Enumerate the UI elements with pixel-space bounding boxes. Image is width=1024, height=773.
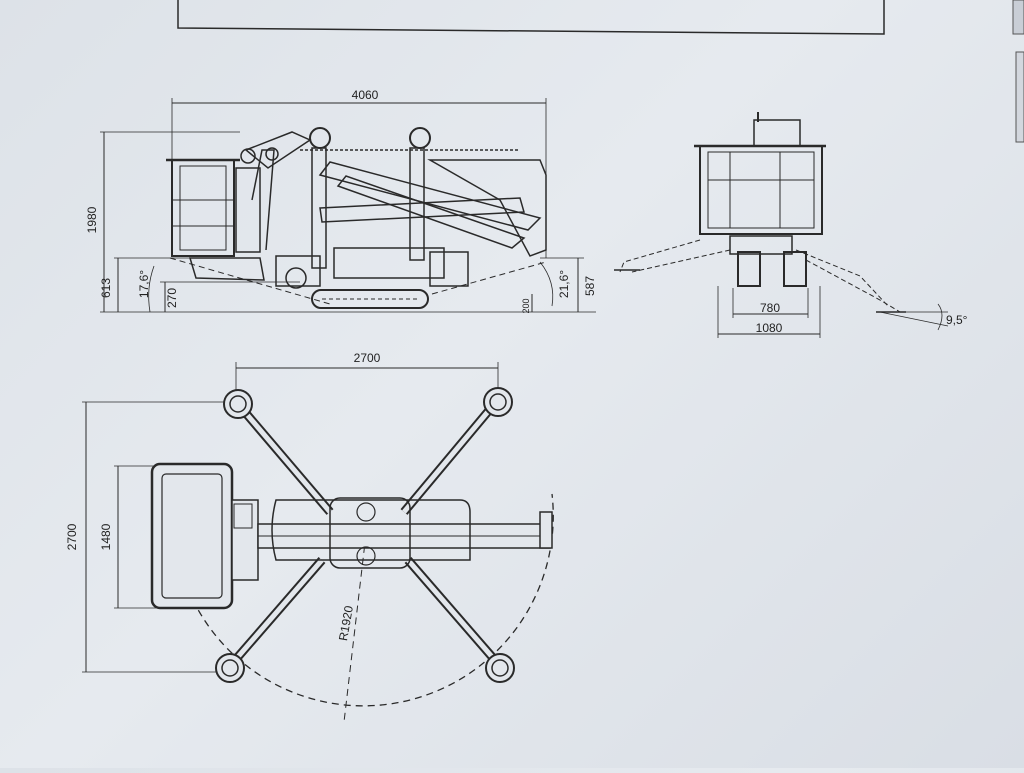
dim-track-inner: 780 (760, 301, 780, 315)
dim-angle-right: 21,6° (557, 270, 571, 298)
outrigger-legs (226, 399, 504, 669)
basket-top (150, 462, 259, 610)
chassis-top (257, 497, 553, 569)
header-frame (177, 0, 885, 35)
dim-track-outer: 1080 (756, 321, 783, 335)
dim-outrigger-length: 2700 (65, 523, 79, 550)
side-view: 4060 1980 613 17,6° 270 587 21,6° 200 (85, 88, 597, 314)
dim-basket-length: 1480 (99, 523, 113, 550)
dim-angle-left: 17,6° (137, 270, 151, 298)
front-view: 9,5° 780 1080 (614, 112, 968, 338)
dim-outrigger-width: 2700 (354, 351, 381, 365)
binder-tab-top (1012, 0, 1024, 35)
dim-clearance: 270 (165, 288, 179, 308)
dim-overall-length: 4060 (352, 88, 379, 102)
dim-overall-height: 1980 (85, 206, 99, 233)
dim-height-left: 613 (99, 278, 113, 298)
top-view: 2700 2700 1480 R1920 (65, 351, 554, 723)
boom-assembly (240, 127, 547, 269)
outrigger-pads (215, 387, 515, 683)
dim-turn-radius: R1920 (336, 604, 356, 642)
binder-tab-side (1015, 51, 1024, 143)
dim-tilt-angle: 9,5° (946, 313, 968, 327)
dim-clearance-right: 200 (521, 298, 531, 313)
turn-radius-arc (179, 493, 554, 707)
chassis-side (188, 247, 469, 309)
dim-height-right: 587 (583, 276, 597, 296)
basket-side (166, 158, 261, 257)
